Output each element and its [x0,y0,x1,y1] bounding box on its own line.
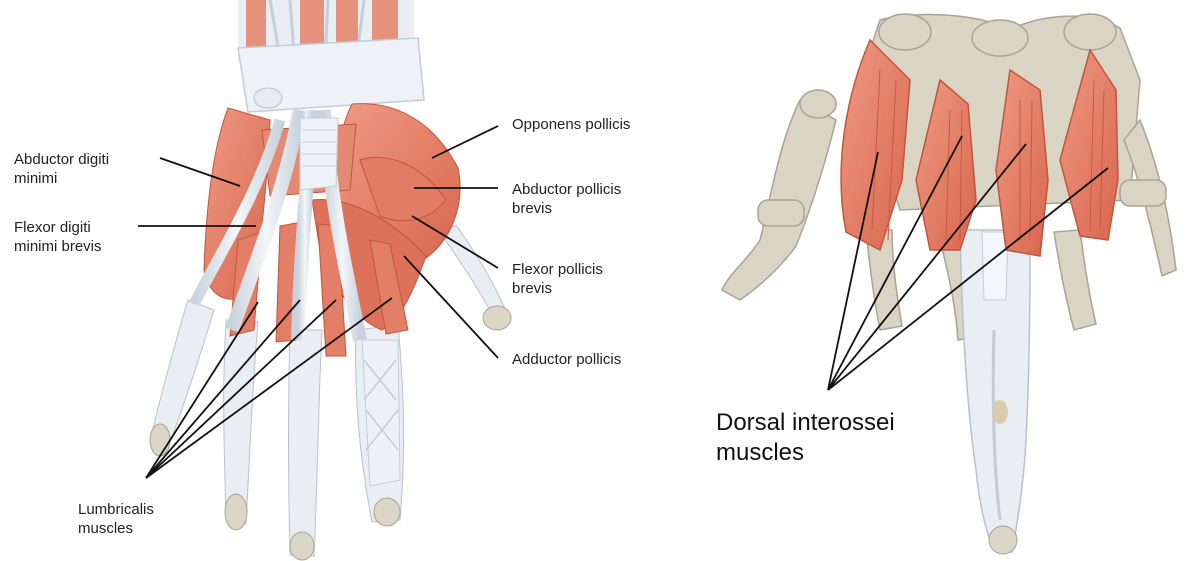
dorsal-hand [722,14,1176,554]
label-lumbricalis-muscles: Lumbricalis muscles [78,500,154,538]
label-abductor-pollicis-brevis: Abductor pollicis brevis [512,180,621,218]
leader-opponens-pollicis [432,126,498,158]
palmar-hand [138,0,511,560]
label-flexor-digiti-minimi-brevis: Flexor digiti minimi brevis [14,218,102,256]
label-abductor-digiti-minimi: Abductor digiti minimi [14,150,109,188]
label-opponens-pollicis: Opponens pollicis [512,115,630,134]
label-dorsal-interossei-muscles: Dorsal interossei muscles [716,408,895,468]
label-adductor-pollicis: Adductor pollicis [512,350,621,369]
dorsal-middle-finger [960,230,1030,554]
label-flexor-pollicis-brevis: Flexor pollicis brevis [512,260,603,298]
forearm-tendons [238,0,424,112]
